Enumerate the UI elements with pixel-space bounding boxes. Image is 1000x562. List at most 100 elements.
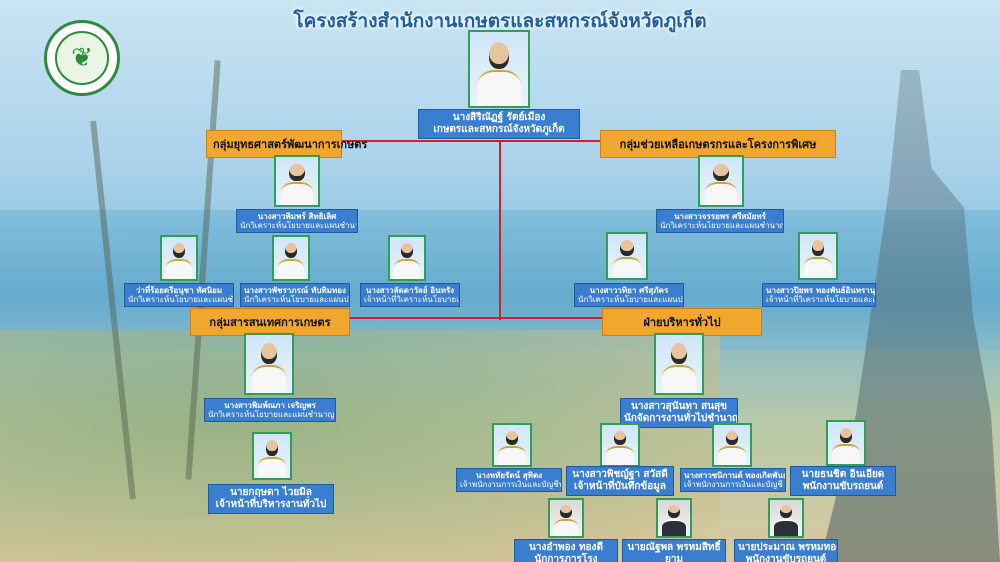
staff-name: นางสาวพิมพ์ณภา เจริญพร [224,401,316,410]
staff-name: นางสาวพิมพร์ สิทธิเลิศ [257,212,337,221]
group-information: กลุ่มสารสนเทศการเกษตร [190,308,350,336]
staff-photo [768,498,804,538]
portrait-head [488,42,510,69]
staff-position: ยาม [664,554,684,562]
staff-photo [656,498,692,538]
staff-photo [712,423,752,467]
staff-name: นายกฤษดา ไวยมิล [230,487,312,498]
staff-name: นางสาวปิยพร ทองพันธ์อินทรานุคิน [766,286,876,295]
portrait-head [713,163,729,181]
staff-position: พนักงานขับรถยนต์ [745,554,827,562]
staff-photo [274,155,320,207]
portrait-head [260,343,278,364]
staff-name: นางอำพอง ทองดี [529,542,603,553]
portrait-head [400,242,414,258]
staff-name: นางสาวจรรยพร ศรีสมัยทร์ [674,212,766,221]
staff-name: นางสาวพัชราภรณ์ ทับทิมทอง [244,286,346,295]
staff-position: นักวิเคราะห์นโยบายและแผนชำนาญการ [240,221,358,230]
portrait-head [620,240,634,256]
staff-photo [606,232,648,280]
ministry-logo: ❦ [44,20,120,96]
staff-position: เจ้าหน้าที่วิเคราะห์นโยบายและแผน [364,295,459,304]
staff-name: นายประมาณ พรหมทอง [738,542,838,553]
staff-label: นางสาวพิมพ์ณภา เจริญพร นักวิเคราะห์นโยบา… [204,398,336,422]
portrait-head [289,163,305,181]
portrait-body [394,258,420,279]
staff-label: นางสาวพิมพร์ สิทธิเลิศ นักวิเคราะห์นโยบา… [236,209,358,233]
staff-photo [826,420,866,466]
staff-position: นักวิเคราะห์นโยบายและแผนปฏิบัติการ [244,295,349,304]
head-label: นางสิริณัฏฐ์ รัตย์เมือง เกษตรและสหกรณ์จั… [418,109,580,139]
staff-label: นางสาวชนิกานต์ ทองเกิดพันธ์ เจ้าพนักงานก… [680,468,786,492]
group-assistance: กลุ่มช่วยเหลือเกษตรกรและโครงการพิเศษ [600,130,836,158]
staff-photo [548,498,584,538]
staff-label: นางอำพอง ทองดี นักการภารโรง [514,539,618,562]
staff-name: นายณัฐพล พรหมสิทธิ์ [627,542,721,553]
portrait-head [839,427,853,443]
staff-name: นางสาววทิยา ศรีสุภัคร [589,286,669,295]
portrait-body [832,443,860,464]
staff-photo [160,235,198,281]
portrait-body [251,365,287,393]
staff-position: นักการภารโรง [534,554,598,562]
staff-label: นางหทัยรัตน์ สุทิตง เจ้าพนักงานการเงินแล… [456,468,562,492]
staff-label: นายณัฐพล พรหมสิทธิ์ ยาม [622,539,726,562]
portrait-body [166,258,192,279]
staff-position: นักวิเคราะห์นโยบายและแผนปฏิบัติการ [578,295,683,304]
portrait-head [668,505,680,518]
staff-position: เจ้าหน้าที่บันทึกข้อมูล [574,481,666,492]
portrait-body [606,445,634,465]
portrait-body [661,365,697,393]
portrait-head [172,242,186,258]
portrait-body [498,445,526,465]
staff-label: นางสาวลัดดาวัลย์ อินทรัง เจ้าหน้าที่วิเค… [360,283,460,307]
staff-name: นางสาวชนิกานต์ ทองเกิดพันธ์ [684,471,786,480]
staff-label: ว่าที่ร้อยตรีอนุชา ทัศนิยม นักวิเคราะห์น… [124,283,234,307]
staff-position: นักจัดการงานทั่วไปชำนาญการ [624,413,737,424]
staff-photo [654,333,704,395]
portrait-head [265,440,279,456]
staff-label: นางสาวพัชราภรณ์ ทับทิมทอง นักวิเคราะห์นโ… [240,283,350,307]
group-strategy: กลุ่มยุทธศาสตร์พัฒนาการเกษตร [206,130,367,158]
staff-photo [600,423,640,467]
staff-photo [798,232,838,280]
staff-position: เจ้าหน้าที่วิเคราะห์นโยบายและแผน [766,295,876,304]
staff-photo [388,235,426,281]
ministry-seal-icon: ❦ [55,31,109,85]
staff-name: ว่าที่ร้อยตรีอนุชา ทัศนิยม [135,286,223,295]
staff-label: นายประมาณ พรหมทอง พนักงานขับรถยนต์ [734,539,838,562]
portrait-head [613,430,627,445]
staff-name: นางสาวพิชญ์ฐา สวัสดี [572,469,668,480]
staff-photo [272,235,310,281]
portrait-body [612,256,642,278]
staff-name: นางหทัยรัตน์ สุทิตง [475,471,543,480]
staff-label: นางสาววทิยา ศรีสุภัคร นักวิเคราะห์นโยบาย… [574,283,684,307]
head-photo [468,30,530,108]
staff-photo [492,423,532,467]
staff-photo [698,155,744,207]
staff-label: นายกฤษดา ไวยมิล เจ้าหน้าที่บริหารงานทั่ว… [208,484,334,514]
staff-position: เจ้าหน้าที่บริหารงานทั่วไป [215,499,327,510]
portrait-body [804,256,832,278]
staff-position: เจ้าพนักงานการเงินและบัญชี [684,480,783,489]
portrait-body [718,445,746,465]
page-title: โครงสร้างสำนักงานเกษตรและสหกรณ์จังหวัดภู… [293,10,707,32]
portrait-body [705,181,737,205]
portrait-body [258,456,286,478]
portrait-head [670,343,688,364]
staff-label: นางสาวจรรยพร ศรีสมัยทร์ นักวิเคราะห์นโยบ… [656,209,784,233]
portrait-head [284,242,298,258]
portrait-head [811,240,825,256]
staff-position: นักวิเคราะห์นโยบายและแผนชำนาญการ [660,221,783,230]
portrait-body [281,181,313,205]
staff-label: นายธนชิต อินเอียด พนักงานขับรถยนต์ [790,466,896,496]
portrait-head [780,505,792,518]
staff-position: พนักงานขับรถยนต์ [802,481,884,492]
portrait-body [661,518,687,536]
staff-name: นางสาวลัดดาวัลย์ อินทรัง [365,286,455,295]
staff-label: นางสาวปิยพร ทองพันธ์อินทรานุคิน เจ้าหน้า… [762,283,876,307]
portrait-head [560,505,572,518]
portrait-head [725,430,739,445]
group-admin: ฝ่ายบริหารทั่วไป [602,308,762,336]
portrait-head [505,430,519,445]
